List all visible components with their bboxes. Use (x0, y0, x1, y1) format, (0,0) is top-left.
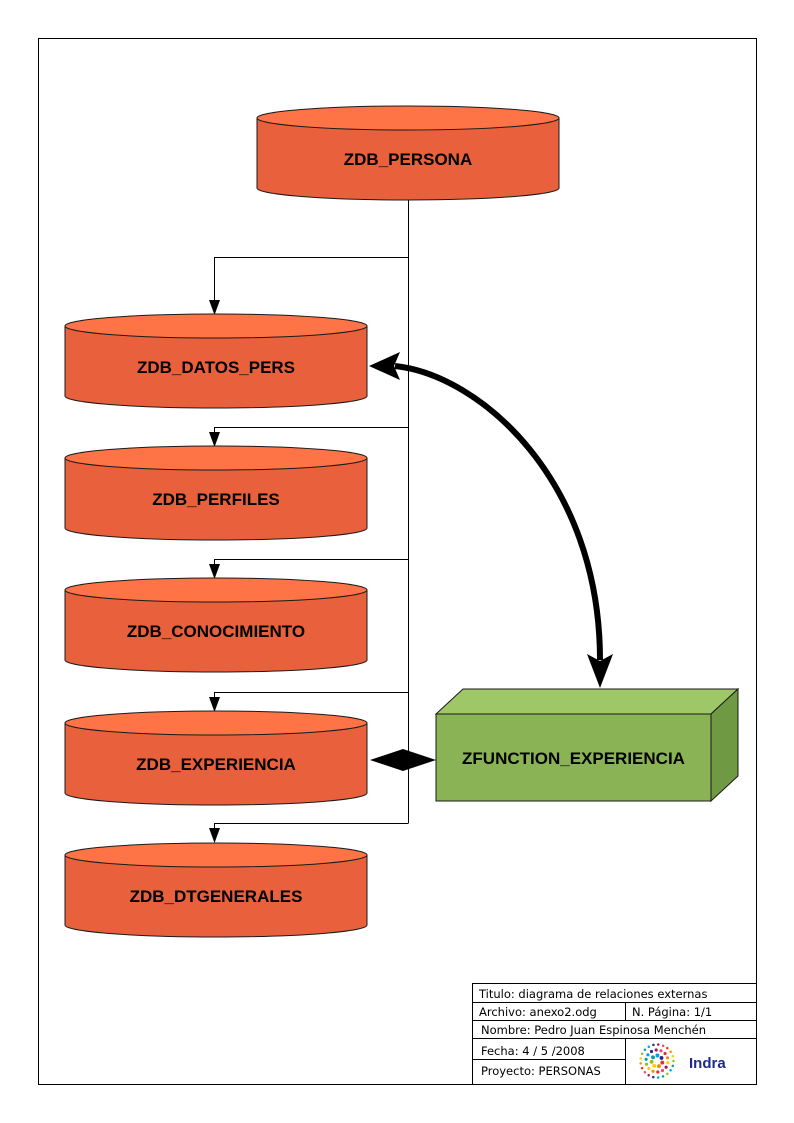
logo-dot (669, 1050, 672, 1053)
table-label: ZDB_PERFILES (152, 490, 280, 509)
logo-dot (652, 1043, 655, 1047)
logo-dot (649, 1049, 654, 1054)
indra-logo: Indra (639, 1043, 726, 1079)
logo-dot (660, 1060, 665, 1065)
logo-dot (661, 1075, 665, 1078)
arrowhead-icon (209, 432, 220, 447)
logo-dot (639, 1062, 642, 1065)
logo-dot (672, 1059, 675, 1063)
table-label: ZDB_CONOCIMIENTO (127, 622, 305, 641)
connector-dtgenerales (214, 823, 409, 836)
logo-dot (656, 1076, 660, 1079)
logo-dot (643, 1070, 647, 1074)
logo-dot (671, 1054, 675, 1058)
logo-dot (651, 1055, 655, 1060)
logo-dot (661, 1044, 665, 1047)
connector-conocimiento (214, 559, 409, 572)
logo-dot (647, 1066, 651, 1071)
table-label: ZDB_PERSONA (344, 150, 472, 169)
file-field: Archivo: anexo2.odg (479, 1005, 597, 1019)
connector-arrowheads (209, 300, 220, 843)
logo-dots-icon (639, 1043, 675, 1079)
logo-dot (665, 1056, 670, 1060)
connector-experiencia (214, 692, 409, 705)
logo-dot (643, 1048, 647, 1051)
author-field: Nombre: Pedro Juan Espinosa Menchén (481, 1023, 706, 1037)
logo-dot (647, 1045, 651, 1048)
logo-dot (640, 1052, 644, 1056)
project-field: Proyecto: PERSONAS (481, 1064, 601, 1078)
logo-dot (655, 1053, 660, 1058)
logo-dot (644, 1062, 649, 1066)
arrowhead-icon (209, 300, 220, 315)
arrowhead-icon (209, 828, 220, 843)
arrowhead-icon (209, 564, 220, 579)
connector-datos-pers (214, 257, 409, 303)
relation-datos-pers-function (369, 352, 613, 688)
title-field: Titulo: diagrama de relaciones externas (478, 987, 707, 1001)
logo-dot (671, 1064, 675, 1068)
logo-dot (657, 1064, 661, 1069)
aggregation-diamond-icon (370, 749, 436, 771)
logo-dot (666, 1061, 670, 1065)
logo-dot (647, 1074, 650, 1077)
logo-dot (657, 1043, 660, 1046)
arrowhead-icon (209, 697, 220, 712)
logo-dot (660, 1068, 665, 1073)
table-zdb-persona[interactable]: ZDB_PERSONA (256, 105, 560, 201)
logo-dot (666, 1046, 669, 1050)
table-zdb-conocimiento[interactable]: ZDB_CONOCIMIENTO (64, 577, 368, 673)
function-label: ZFUNCTION_EXPERIENCIA (462, 749, 685, 768)
page-frame (38, 38, 757, 1085)
table-label: ZDB_EXPERIENCIA (136, 755, 296, 774)
logo-dot (640, 1066, 644, 1070)
logo-text: Indra (689, 1055, 726, 1072)
logo-dot (649, 1059, 654, 1064)
logo-dot (639, 1057, 642, 1060)
double-arrowhead-left-icon (369, 352, 400, 380)
date-field: Fecha: 4 / 5 /2008 (481, 1044, 585, 1058)
table-zdb-perfiles[interactable]: ZDB_PERFILES (64, 445, 368, 541)
logo-dot (664, 1065, 668, 1069)
logo-dot (659, 1055, 664, 1060)
logo-dot (651, 1069, 655, 1073)
logo-dot (659, 1049, 663, 1053)
logo-dot (652, 1063, 657, 1068)
table-label: ZDB_DATOS_PERS (137, 358, 295, 377)
logo-dot (663, 1051, 667, 1056)
logo-dot (644, 1057, 648, 1061)
table-zdb-dtgenerales[interactable]: ZDB_DTGENERALES (64, 842, 368, 938)
table-zdb-datos-pers[interactable]: ZDB_DATOS_PERS (64, 313, 368, 409)
double-arrowhead-down-icon (587, 654, 613, 688)
table-zdb-experiencia[interactable]: ZDB_EXPERIENCIA (64, 710, 368, 806)
logo-dot (652, 1075, 655, 1079)
logo-dot (666, 1072, 669, 1076)
function-zfunction-experiencia[interactable]: ZFUNCTION_EXPERIENCIA (434, 687, 740, 803)
page-number-field: N. Página: 1/1 (632, 1005, 712, 1019)
logo-dot (669, 1069, 672, 1072)
table-label: ZDB_DTGENERALES (130, 887, 303, 906)
title-block (472, 983, 757, 1085)
connector-perfiles (214, 427, 409, 440)
logo-dot (646, 1053, 650, 1057)
logo-dot (654, 1048, 658, 1052)
logo-dot (656, 1070, 660, 1074)
